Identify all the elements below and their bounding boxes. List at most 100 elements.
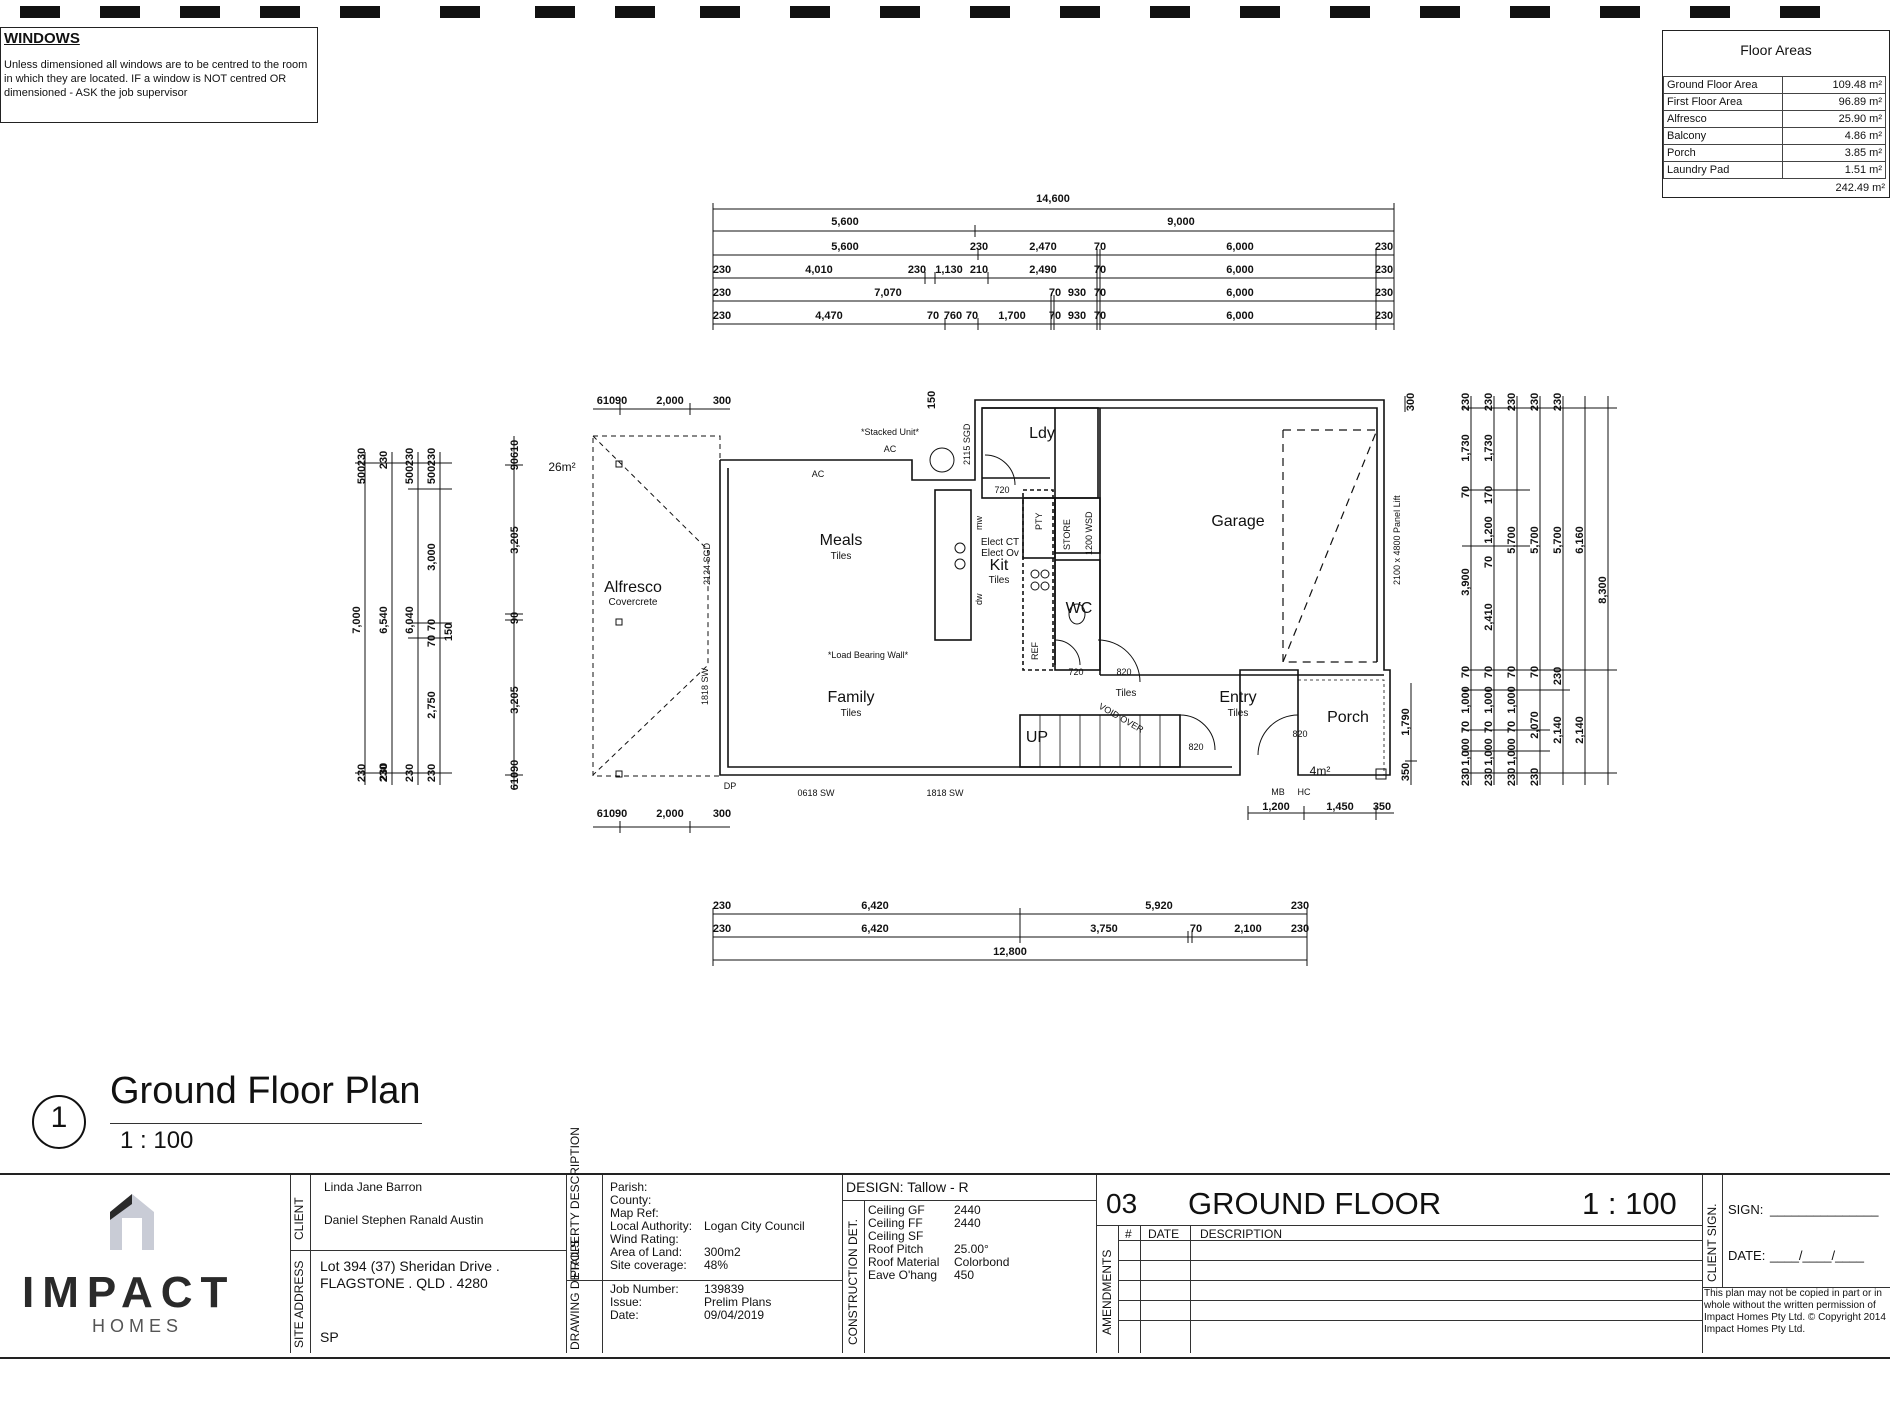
tb-divider bbox=[1190, 1225, 1191, 1353]
label-elect-ct: Elect CT bbox=[981, 537, 1019, 548]
dim-right-c3-6: 230 bbox=[1506, 768, 1518, 786]
tb-divider bbox=[864, 1200, 865, 1353]
dim-right-c3-5: 1,000 bbox=[1506, 738, 1518, 766]
tb-divider bbox=[1118, 1240, 1702, 1241]
dim-left-top-4: 500 bbox=[356, 466, 368, 484]
dim-top-r3-2: 230 bbox=[908, 264, 926, 276]
dim-alf-bot-2: 300 bbox=[713, 808, 731, 820]
dim-top-r4-3: 930 bbox=[1068, 287, 1086, 299]
property-local-authority-value: Logan City Council bbox=[704, 1219, 805, 1233]
dim-right-c2-5: 2,410 bbox=[1483, 603, 1495, 631]
room-wc: WC bbox=[1066, 600, 1093, 617]
dim-top-r5-9: 6,000 bbox=[1226, 310, 1254, 322]
label-elect-ov: Elect Ov bbox=[981, 548, 1019, 559]
dim-left-col5-2: 150 bbox=[443, 623, 455, 641]
construction-value: 2440 bbox=[954, 1216, 981, 1230]
dim-bot-r1-0: 230 bbox=[713, 900, 731, 912]
drawing-title-underline bbox=[110, 1123, 422, 1124]
tb-divider bbox=[290, 1250, 566, 1251]
property-site-coverage-value: 48% bbox=[704, 1258, 729, 1272]
windows-note-box bbox=[0, 27, 318, 123]
dim-top-r3-5: 2,490 bbox=[1029, 264, 1057, 276]
label-mb: MB bbox=[1271, 787, 1285, 797]
copyright-notice: This plan may not be copied in part or i… bbox=[1704, 1288, 1886, 1335]
dim-left-col4-1: 70 bbox=[426, 619, 438, 631]
label-sw-0618: 0618 SW bbox=[797, 788, 835, 798]
dim-top-r2-5: 230 bbox=[1375, 241, 1393, 253]
date-line[interactable]: ____/____/____ bbox=[1770, 1248, 1864, 1263]
dim-top-r5-7: 930 bbox=[1068, 310, 1086, 322]
dim-right-c3-4: 70 bbox=[1506, 721, 1518, 733]
client-name-2: Daniel Stephen Ranald Austin bbox=[324, 1213, 484, 1227]
sign-line[interactable]: _______________ bbox=[1770, 1202, 1879, 1217]
floor-plan-drawing: Meals Family Alfresco Kit Ldy Garage WC … bbox=[351, 193, 1617, 966]
tb-divider bbox=[1118, 1280, 1702, 1281]
tb-divider bbox=[1702, 1287, 1890, 1288]
dim-inner-1: 3,205 bbox=[509, 526, 521, 554]
dim-left-col4-0: 3,000 bbox=[426, 543, 438, 571]
dim-top-r5-2: 70 bbox=[927, 310, 939, 322]
sheet-scale: 1 : 100 bbox=[1582, 1186, 1677, 1221]
drawing-issue: Issue: bbox=[610, 1295, 643, 1309]
dim-right-c2-6: 70 bbox=[1483, 666, 1495, 678]
dim-alf-top-0: 61090 bbox=[597, 395, 628, 407]
tb-divider bbox=[290, 1175, 291, 1353]
sheet-name: GROUND FLOOR bbox=[1188, 1186, 1442, 1221]
room-family: Family bbox=[827, 689, 874, 706]
tb-divider bbox=[566, 1175, 567, 1353]
dim-bot-r2-1: 6,420 bbox=[861, 923, 889, 935]
construction-key: Roof Material bbox=[868, 1255, 940, 1269]
drawing-job-number-value: 139839 bbox=[704, 1282, 745, 1296]
construction-label: CONSTRUCTION DET. bbox=[846, 1219, 860, 1345]
dim-alf-top-1: 2,000 bbox=[656, 395, 684, 407]
tb-divider bbox=[842, 1175, 843, 1353]
property-county: County: bbox=[610, 1193, 652, 1207]
dim-right-c2-7: 1,000 bbox=[1483, 686, 1495, 714]
tb-divider bbox=[1140, 1225, 1141, 1353]
dim-top-total: 14,600 bbox=[1036, 193, 1070, 205]
dim-top-r4-4: 70 bbox=[1094, 287, 1106, 299]
client-name-1: Linda Jane Barron bbox=[324, 1180, 423, 1194]
dim-right-c2-2: 170 bbox=[1483, 486, 1495, 504]
dim-porch-bot-1: 1,450 bbox=[1326, 801, 1354, 813]
construction-key: Ceiling FF bbox=[868, 1216, 923, 1230]
tb-divider bbox=[1118, 1320, 1702, 1321]
dim-alf-top-2: 300 bbox=[713, 395, 731, 407]
floor-areas-total: 242.49 m² bbox=[1835, 182, 1885, 194]
label-sw-1818a: 1818 SW bbox=[700, 667, 710, 705]
label-pty: PTY bbox=[1034, 512, 1044, 530]
dim-right-c6-0: 6,160 bbox=[1574, 526, 1586, 554]
room-alfresco: Alfresco bbox=[604, 579, 662, 596]
dim-right-c3-1: 5,700 bbox=[1506, 526, 1518, 554]
construction-value: 25.00° bbox=[954, 1242, 989, 1256]
tb-divider bbox=[602, 1175, 603, 1353]
label-820-c: 820 bbox=[1292, 729, 1307, 739]
dim-porch-side-1: 350 bbox=[1400, 763, 1412, 781]
alfresco-area: 26m² bbox=[548, 460, 575, 474]
dim-right-c3-0: 230 bbox=[1506, 393, 1518, 411]
tb-divider bbox=[1702, 1175, 1703, 1353]
property-wind-rating: Wind Rating: bbox=[610, 1232, 679, 1246]
impact-logo-icon bbox=[110, 1194, 154, 1250]
kit-finish: Tiles bbox=[989, 575, 1010, 586]
label-stacked-unit: *Stacked Unit* bbox=[861, 427, 920, 437]
sheet-number: 03 bbox=[1106, 1188, 1138, 1219]
dim-right-c5-0: 230 bbox=[1552, 393, 1564, 411]
dim-top-r3-8: 230 bbox=[1375, 264, 1393, 276]
area-value: 4.86 m² bbox=[1782, 127, 1886, 145]
dim-top-r3-1: 4,010 bbox=[805, 264, 833, 276]
area-label: Laundry Pad bbox=[1663, 161, 1783, 179]
label-ac-1: AC bbox=[884, 444, 897, 454]
tb-divider bbox=[1096, 1225, 1702, 1226]
dim-right-c4-4: 230 bbox=[1529, 768, 1541, 786]
dim-bot-total: 12,800 bbox=[993, 946, 1027, 958]
label-mw: mw bbox=[974, 516, 984, 530]
dim-top-r5-10: 230 bbox=[1375, 310, 1393, 322]
dim-bot-r2-5: 230 bbox=[1291, 923, 1309, 935]
dim-top-r2-2: 2,470 bbox=[1029, 241, 1057, 253]
dim-left-bot-0: 230 bbox=[378, 764, 390, 782]
windows-note-title: WINDOWS bbox=[4, 30, 80, 47]
dim-right-c5-2: 230 bbox=[1552, 667, 1564, 685]
